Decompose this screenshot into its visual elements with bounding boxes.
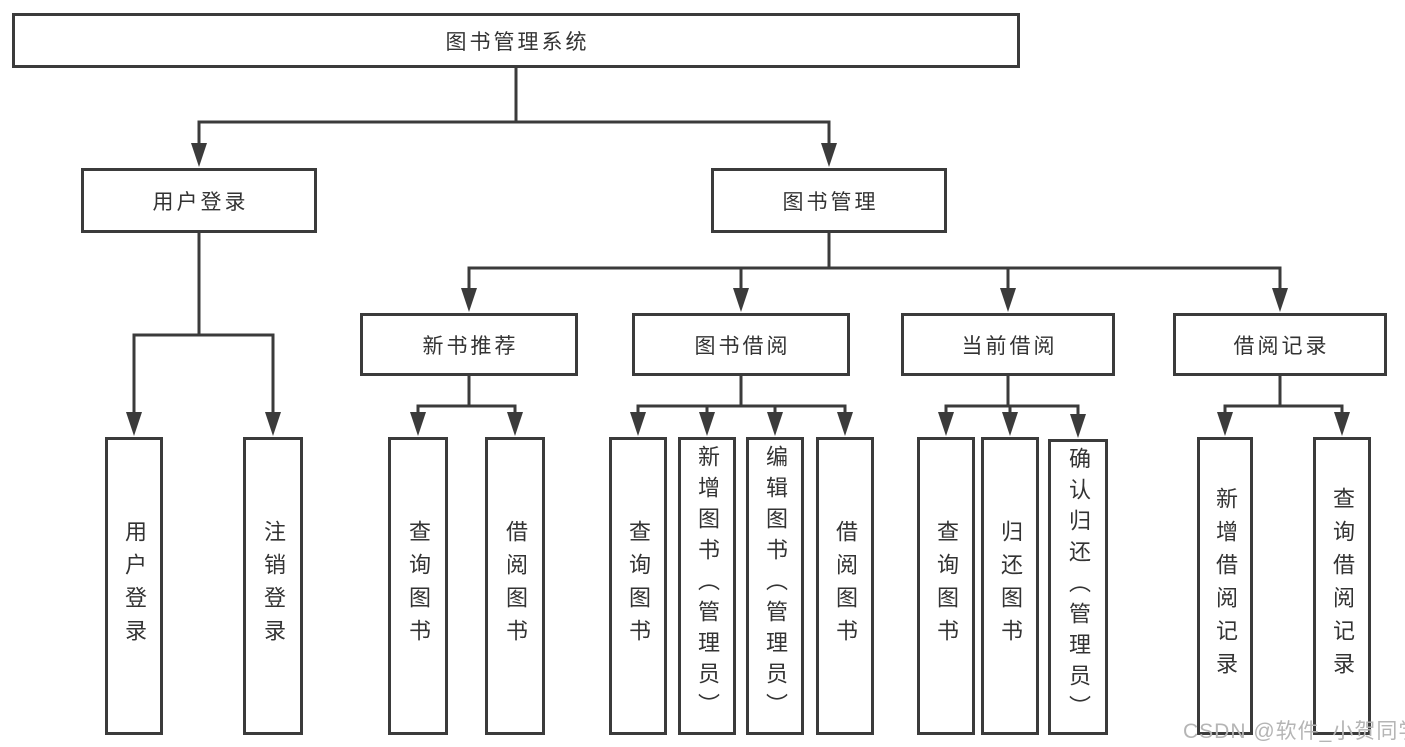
- leaf-label: 查询图书: [934, 520, 959, 652]
- arrowhead-down-icon: [1000, 288, 1016, 312]
- arrowhead-down-icon: [410, 412, 426, 436]
- arrowheads: [126, 143, 1350, 438]
- arrowhead-down-icon: [126, 412, 142, 436]
- arrowhead-down-icon: [191, 143, 207, 167]
- leaf-user-login: 用户登录: [105, 437, 163, 735]
- leaf-label: 查询借阅记录: [1330, 487, 1355, 685]
- node-book-borrow: 图书借阅: [632, 313, 850, 376]
- arrowhead-down-icon: [1070, 414, 1086, 438]
- node-current-borrow: 当前借阅: [901, 313, 1115, 376]
- leaf-query-borrow-record: 查询借阅记录: [1313, 437, 1371, 735]
- arrowhead-down-icon: [461, 288, 477, 312]
- node-book-management: 图书管理: [711, 168, 947, 233]
- node-user-login: 用户登录: [81, 168, 317, 233]
- leaf-add-borrow-record: 新增借阅记录: [1197, 437, 1253, 735]
- leaf-query-books-2: 查询图书: [609, 437, 667, 735]
- arrowhead-down-icon: [821, 143, 837, 167]
- connector-lines: [132, 66, 1344, 419]
- arrowhead-down-icon: [938, 412, 954, 436]
- leaf-borrow-books-1: 借阅图书: [485, 437, 545, 735]
- arrowhead-down-icon: [507, 412, 523, 436]
- csdn-watermark: CSDN @软件_小贺同学: [1183, 720, 1405, 743]
- leaf-borrow-books-2: 借阅图书: [816, 437, 874, 735]
- node-root-system: 图书管理系统: [12, 13, 1020, 68]
- node-new-book-recommend: 新书推荐: [360, 313, 578, 376]
- leaf-confirm-return-admin: 确认归还（管理员）: [1048, 439, 1108, 735]
- arrowhead-down-icon: [733, 288, 749, 312]
- node-borrow-records: 借阅记录: [1173, 313, 1387, 376]
- leaf-label: 确认归还（管理员）: [1066, 447, 1091, 726]
- arrowhead-down-icon: [837, 412, 853, 436]
- leaf-label: 编辑图书（管理员）: [763, 445, 788, 724]
- arrowhead-down-icon: [699, 412, 715, 436]
- leaf-label: 查询图书: [626, 520, 651, 652]
- leaf-label: 归还图书: [998, 520, 1023, 652]
- leaf-query-books-1: 查询图书: [388, 437, 448, 735]
- leaf-logout: 注销登录: [243, 437, 303, 735]
- leaf-label: 用户登录: [122, 520, 147, 652]
- arrowhead-down-icon: [1272, 288, 1288, 312]
- arrowhead-down-icon: [1217, 412, 1233, 436]
- arrowhead-down-icon: [767, 412, 783, 436]
- arrowhead-down-icon: [1002, 412, 1018, 436]
- arrowhead-down-icon: [265, 412, 281, 436]
- leaf-label: 借阅图书: [833, 520, 858, 652]
- leaf-label: 注销登录: [261, 520, 286, 652]
- leaf-label: 借阅图书: [503, 520, 528, 652]
- leaf-add-book-admin: 新增图书（管理员）: [678, 437, 736, 735]
- arrowhead-down-icon: [630, 412, 646, 436]
- leaf-return-books: 归还图书: [981, 437, 1039, 735]
- leaf-label: 新增借阅记录: [1213, 487, 1238, 685]
- arrowhead-down-icon: [1334, 412, 1350, 436]
- leaf-label: 查询图书: [406, 520, 431, 652]
- leaf-query-books-3: 查询图书: [917, 437, 975, 735]
- leaf-edit-book-admin: 编辑图书（管理员）: [746, 437, 804, 735]
- leaf-label: 新增图书（管理员）: [695, 445, 720, 724]
